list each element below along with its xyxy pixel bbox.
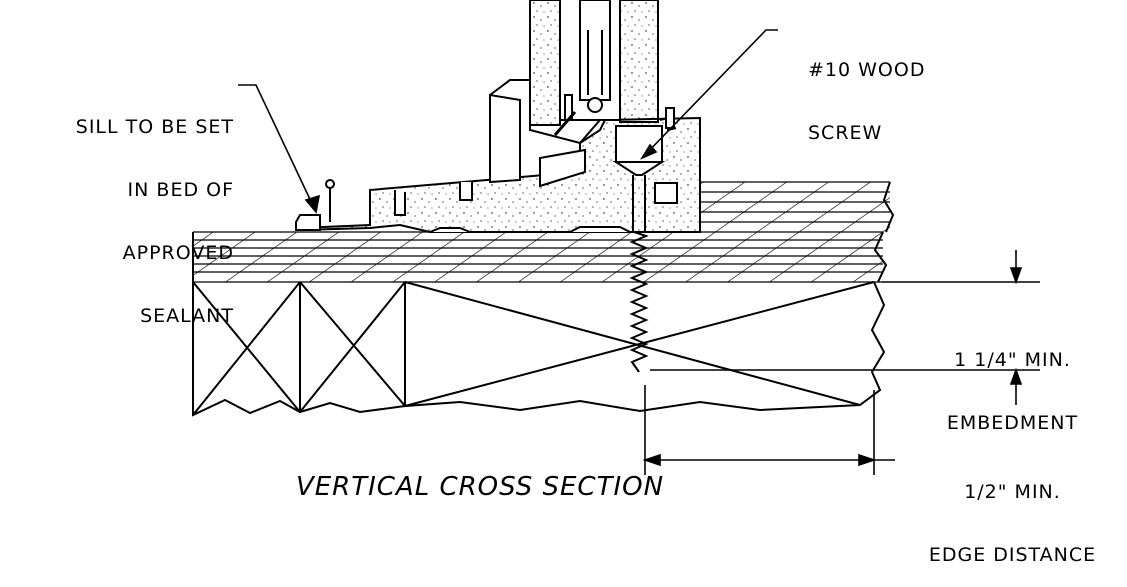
screw-note-line-2: SCREW (808, 122, 883, 144)
sill-note-line-3: APPROVED (122, 242, 234, 264)
edge-note: 1/2" MIN. EDGE DISTANCE (900, 440, 1125, 587)
screw-note-line-1: #10 WOOD (808, 59, 926, 81)
cross-section-drawing (192, 0, 1040, 475)
framing-block (192, 281, 886, 417)
sill-note-line-2: IN BED OF (127, 179, 234, 201)
sash-frame (489, 0, 677, 184)
embedment-note-line-2: EMBEDMENT (946, 412, 1079, 434)
edge-distance-dimension (642, 385, 895, 475)
embedment-note: 1 1/4" MIN. EMBEDMENT (900, 308, 1125, 455)
screw-note: #10 WOOD SCREW (808, 18, 925, 165)
edge-note-line-1: 1/2" MIN. (964, 481, 1061, 503)
wood-screw (612, 161, 666, 373)
sill-note-line-1: SILL TO BE SET (75, 116, 234, 138)
sill-frame (295, 116, 701, 233)
leaders (238, 29, 778, 214)
edge-note-line-2: EDGE DISTANCE (928, 544, 1097, 566)
embedment-dimension (650, 250, 1040, 405)
wood-upper-layer (700, 181, 895, 233)
embedment-note-line-1: 1 1/4" MIN. (954, 349, 1071, 371)
sill-note: SILL TO BE SET IN BED OF APPROVED SEALAN… (2, 75, 234, 348)
drawing-title: VERTICAL CROSS SECTION (295, 472, 665, 502)
sill-note-line-4: SEALANT (140, 305, 234, 327)
wood-sill-plate (192, 231, 888, 283)
